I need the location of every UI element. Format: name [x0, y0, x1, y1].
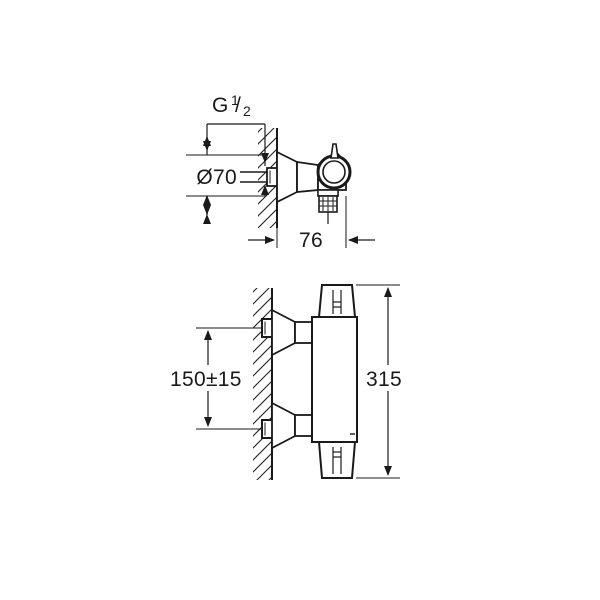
front-view-upper-body — [271, 308, 313, 357]
dim-overall-height-315: 315 — [356, 284, 402, 479]
dim-label-depth-76: 76 — [299, 229, 323, 252]
front-view-top-handle — [317, 284, 357, 318]
dim-label-spacing-150: 150±15 — [170, 368, 242, 391]
dim-label-thread-slash: / — [235, 94, 241, 117]
dim-diameter-70: Ø70 — [186, 136, 269, 224]
front-view-group: 150±15 315 — [170, 284, 402, 480]
top-view-handle-ring — [316, 143, 352, 190]
dim-inlet-spacing-150: 150±15 — [170, 327, 262, 430]
front-view-bottom-handle — [317, 441, 357, 479]
dim-label-thread-denominator: 2 — [243, 103, 251, 119]
dim-label-thread-g: G — [212, 94, 229, 117]
dim-label-diameter-70: Ø70 — [196, 166, 237, 189]
front-view-lower-body — [271, 401, 313, 450]
dim-depth-76: 76 — [248, 196, 375, 252]
front-view-mixer-body — [311, 316, 358, 443]
top-view-threaded-spigot — [317, 189, 339, 224]
dim-label-thread-numerator: 1 — [231, 92, 239, 108]
dim-thread-g-half: G 1 / 2 — [203, 92, 269, 163]
top-view-group: G 1 / 2 Ø70 — [186, 92, 375, 252]
dim-label-height-315: 315 — [366, 368, 402, 391]
top-view-body-cone — [276, 150, 319, 204]
